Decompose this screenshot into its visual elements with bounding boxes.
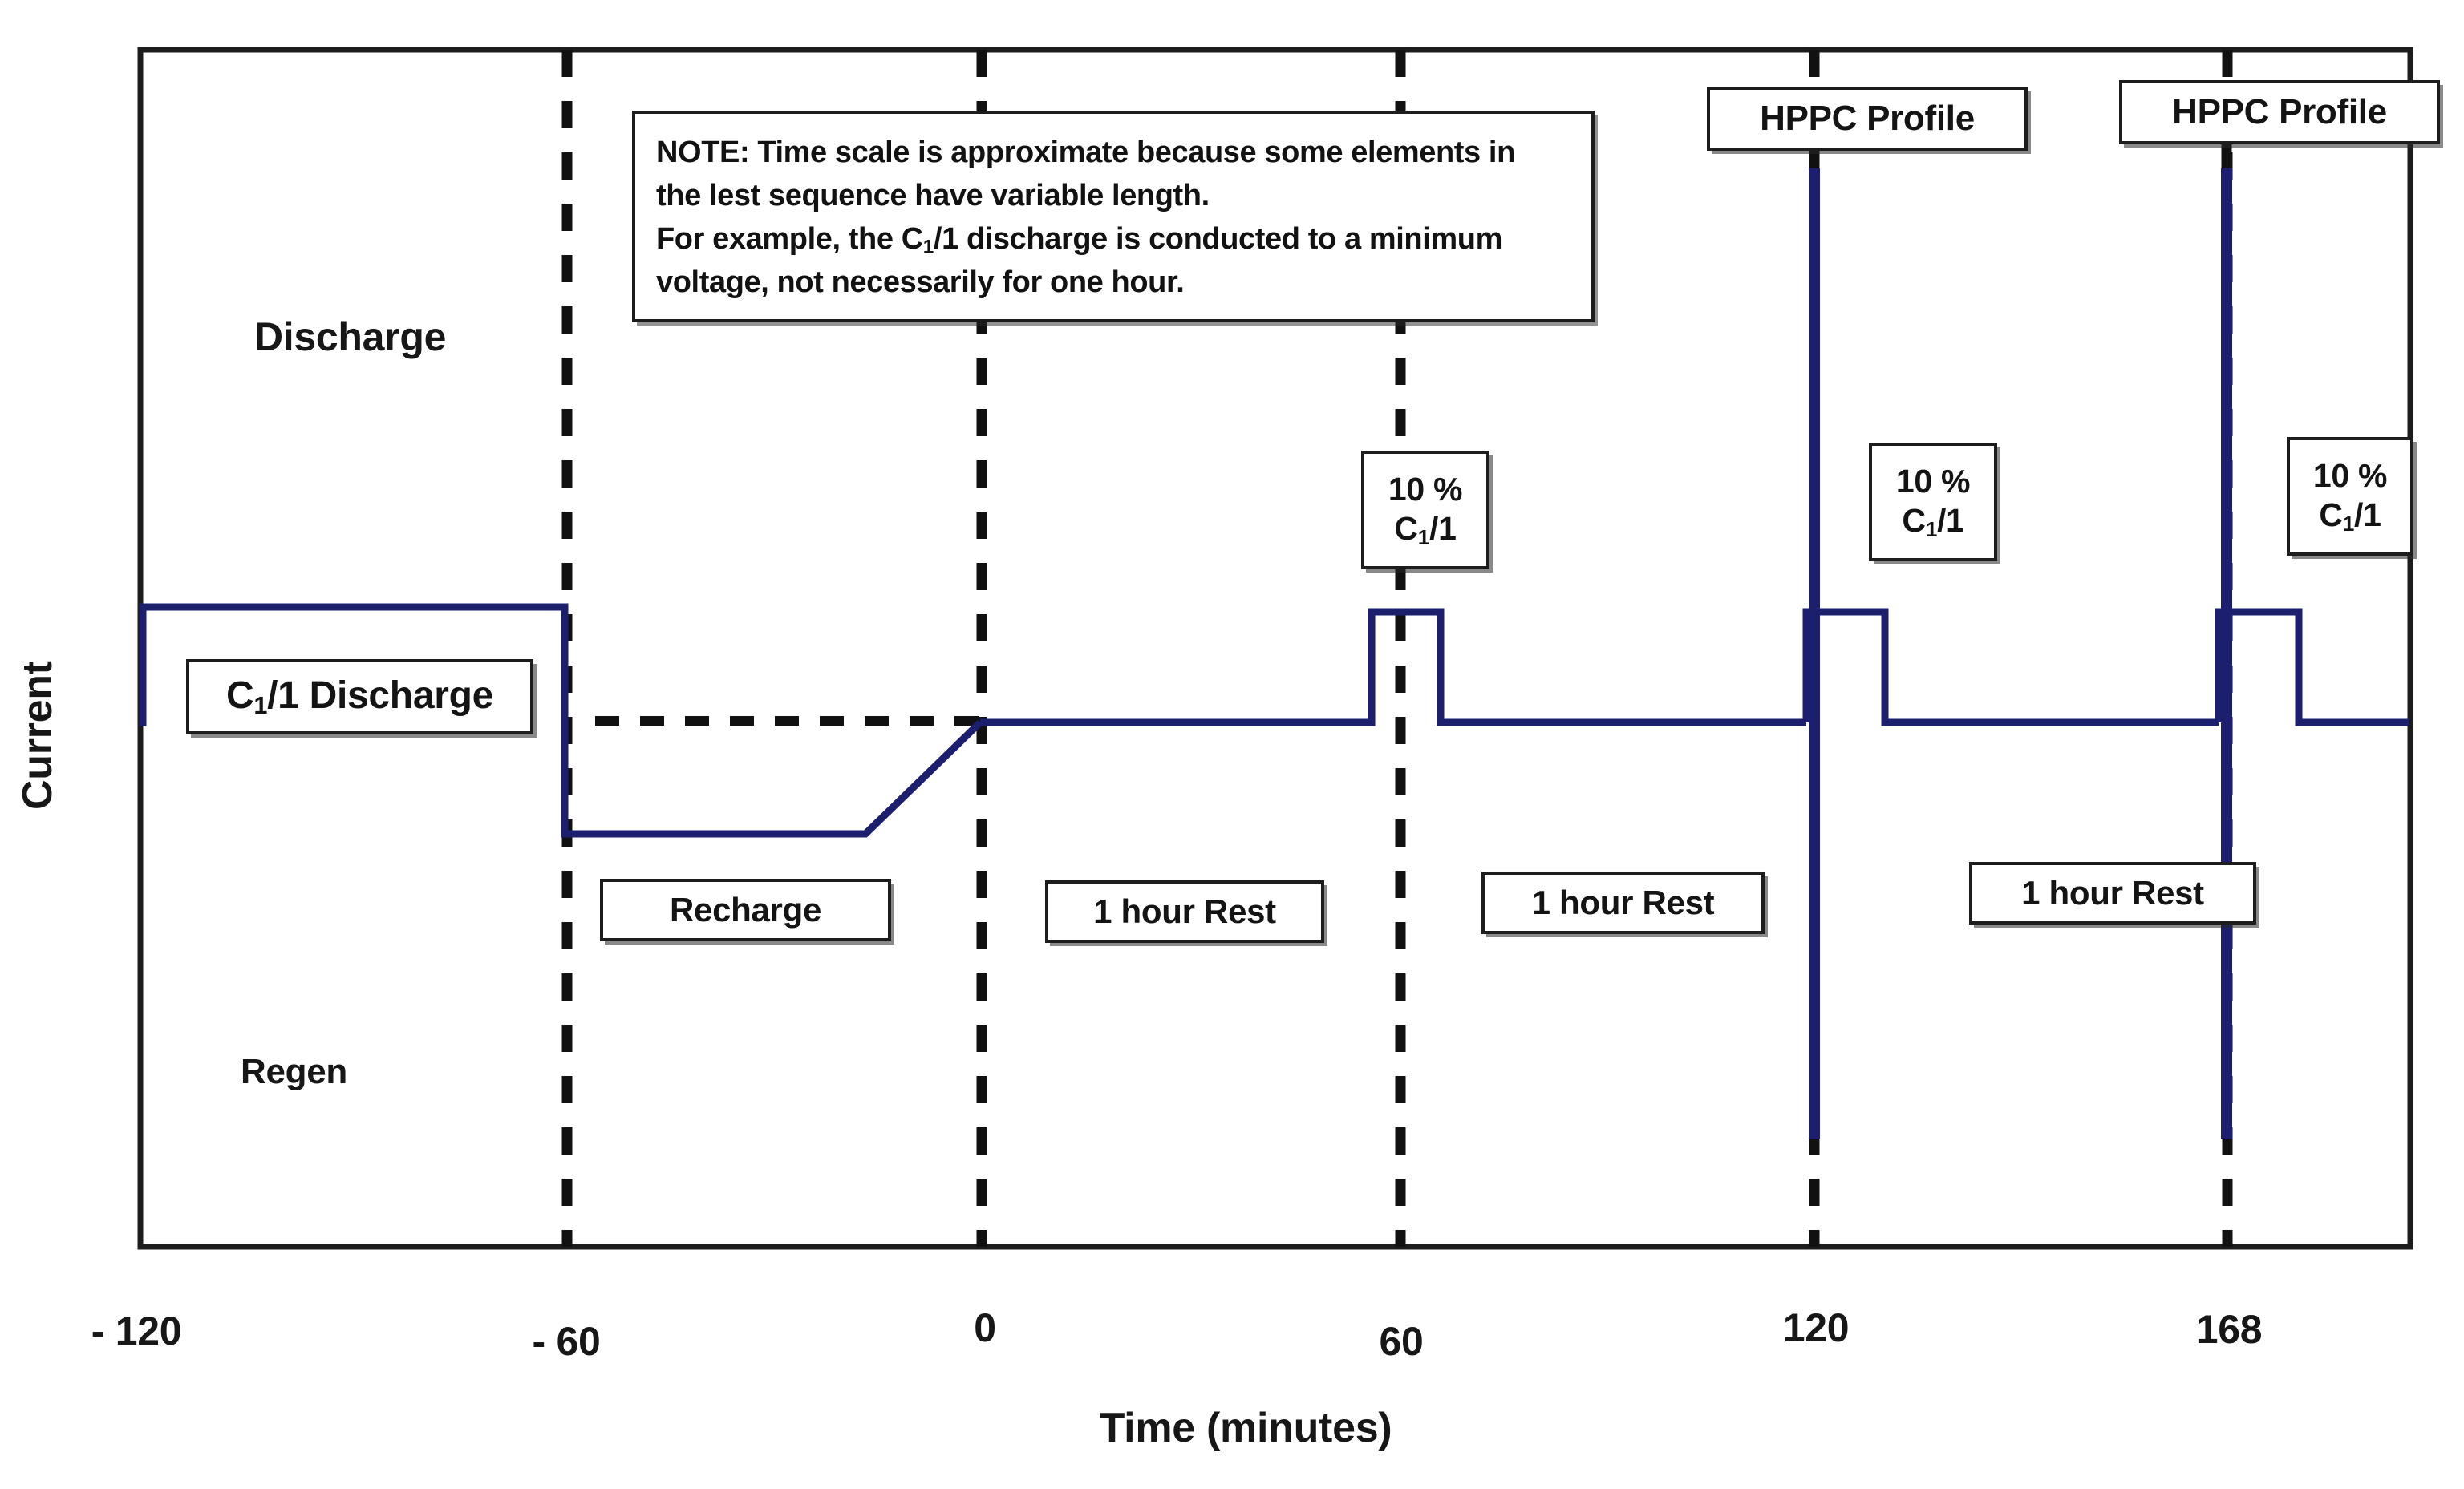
callout-pulse-3: 10 % C1/1 <box>2287 437 2413 556</box>
callout-recharge: Recharge <box>600 879 891 941</box>
callout-pulse-1-line1: 10 % <box>1388 470 1463 508</box>
x-tick-label-0: 0 <box>974 1305 996 1350</box>
region-label-discharge: Discharge <box>254 314 447 359</box>
callout-c1-discharge-text: C1/1 Discharge <box>226 673 493 721</box>
y-axis-title: Current <box>14 661 61 810</box>
callout-pulse-2-line1: 10 % <box>1895 462 1971 500</box>
x-tick-label-60: 60 <box>1379 1319 1424 1364</box>
callout-c1-discharge: C1/1 Discharge <box>186 659 533 734</box>
callout-rest-2: 1 hour Rest <box>1481 872 1765 934</box>
note-line-3-b: /1 discharge is conducted to a minimum <box>933 221 1502 256</box>
callout-pulse-3-line2: C1/1 <box>2319 496 2381 536</box>
callout-rest-1: 1 hour Rest <box>1045 880 1324 943</box>
current-trace-segment-pulse-3 <box>2215 608 2409 726</box>
pulse-2-sub: 1 <box>1925 516 1938 541</box>
callout-hppc-2: HPPC Profile <box>2119 80 2440 144</box>
note-line-2: the lest sequence have variable length. <box>656 178 1210 212</box>
note-line-3: For example, the C1/1 discharge is condu… <box>656 218 1570 261</box>
note-box: NOTE: Time scale is approximate because … <box>632 111 1595 322</box>
callout-pulse-2: 10 % C1/1 <box>1869 443 1997 561</box>
pulse-2-c: C <box>1902 501 1926 539</box>
pulse-3-c: C <box>2319 496 2343 533</box>
current-trace-segment-pulse-2 <box>1802 608 2219 726</box>
current-trace-segment-rest-1 <box>980 608 1806 726</box>
current-trace-segment-discharge-recharge <box>139 603 983 838</box>
region-label-regen: Regen <box>241 1052 347 1091</box>
pulse-3-tail: /1 <box>2354 496 2381 533</box>
pulse-1-sub: 1 <box>1417 524 1430 549</box>
callout-pulse-1-line2: C1/1 <box>1394 509 1456 550</box>
callout-pulse-1: 10 % C1/1 <box>1361 451 1489 569</box>
x-axis-title: Time (minutes) <box>1099 1405 1392 1451</box>
x-tick-label-minus120: - 120 <box>91 1309 182 1353</box>
y-axis-title-wrapper: Current <box>14 661 61 810</box>
c1-tail: /1 Discharge <box>267 674 494 718</box>
x-tick-label-120: 120 <box>1782 1305 1850 1350</box>
c1-subscript: 1 <box>253 690 268 719</box>
pulse-1-c: C <box>1394 509 1418 547</box>
callout-hppc-1: HPPC Profile <box>1707 87 2028 151</box>
callout-rest-3: 1 hour Rest <box>1969 862 2256 925</box>
x-tick-label-minus60: - 60 <box>532 1319 601 1364</box>
pulse-1-tail: /1 <box>1429 509 1457 547</box>
note-line-1: NOTE: Time scale is approximate because … <box>656 136 1515 169</box>
c1-letter: C <box>225 674 254 718</box>
pulse-2-tail: /1 <box>1937 501 1964 539</box>
pulse-3-sub: 1 <box>2342 511 2355 536</box>
callout-pulse-3-line1: 10 % <box>2312 456 2388 494</box>
note-line-3-sub: 1 <box>922 236 934 258</box>
x-tick-label-168: 168 <box>2195 1307 2263 1352</box>
callout-pulse-2-line2: C1/1 <box>1902 501 1964 542</box>
note-line-4: voltage, not necessarily for one hour. <box>656 265 1185 299</box>
note-line-3-a: For example, the C <box>656 221 923 256</box>
